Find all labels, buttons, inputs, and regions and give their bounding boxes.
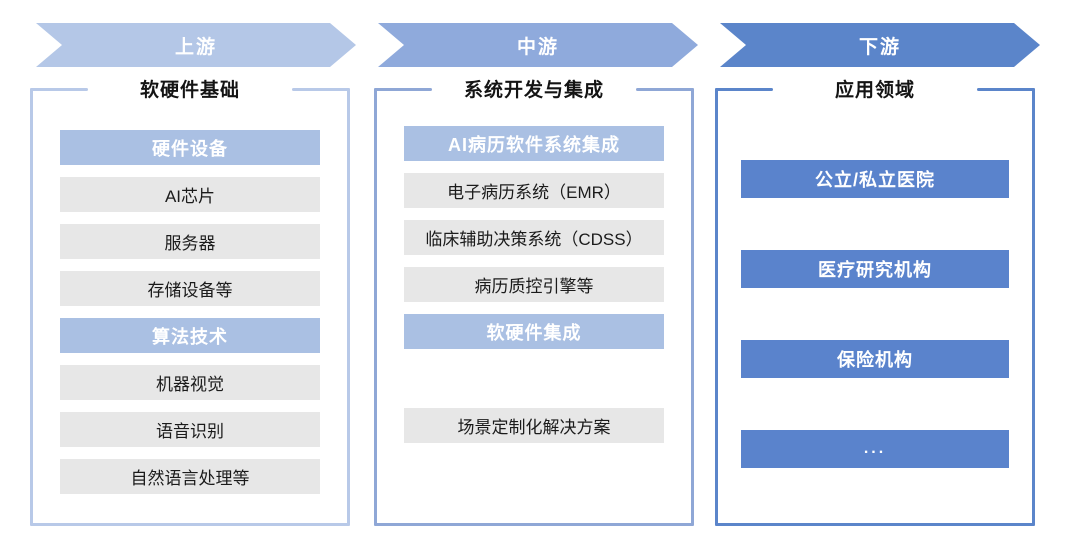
chain-item-label: 病历质控引擎等 <box>474 277 594 296</box>
chain-item-label: 机器视觉 <box>156 375 224 394</box>
chain-item-label: 医疗研究机构 <box>818 260 932 280</box>
chain-item[interactable]: 病历质控引擎等 <box>404 267 664 302</box>
chain-item-label: 算法技术 <box>152 326 228 347</box>
chain-item[interactable]: ... <box>741 430 1009 468</box>
stage-banner-upstream-label: 上游 <box>174 36 217 58</box>
chain-item-label: 自然语言处理等 <box>130 469 250 488</box>
chain-item-label: AI芯片 <box>164 187 216 206</box>
chain-item-label: 临床辅助决策系统（CDSS） <box>425 230 643 249</box>
chain-item-label: 软硬件集成 <box>486 322 582 343</box>
column-downstream: 应用领域 公立/私立医院医疗研究机构保险机构... <box>715 75 1035 526</box>
chain-item-label: 保险机构 <box>837 350 913 370</box>
chain-item-label: 电子病历系统（EMR） <box>447 183 621 202</box>
chain-item[interactable]: 场景定制化解决方案 <box>404 408 664 443</box>
chain-item[interactable]: 算法技术 <box>60 318 320 353</box>
chain-item[interactable]: 保险机构 <box>741 340 1009 378</box>
chain-item[interactable]: 电子病历系统（EMR） <box>404 173 664 208</box>
chain-item-label: 存储设备等 <box>147 281 233 300</box>
chain-item[interactable]: 医疗研究机构 <box>741 250 1009 288</box>
chain-item-label: 场景定制化解决方案 <box>457 418 611 437</box>
chain-item[interactable]: 存储设备等 <box>60 271 320 306</box>
chain-item[interactable]: AI芯片 <box>60 177 320 212</box>
chain-item-label: ... <box>863 440 887 457</box>
column-upstream: 软硬件基础 硬件设备 AI芯片服务器存储设备等算法技术机器视觉语音识别自然语言处理… <box>30 75 350 526</box>
chain-item[interactable]: 软硬件集成 <box>404 314 664 349</box>
column-upstream-title: 软硬件基础 <box>129 75 251 102</box>
chain-item[interactable]: 硬件设备 <box>60 130 320 165</box>
chain-item-label: 语音识别 <box>156 422 224 441</box>
stage-banner-upstream[interactable]: 上游 <box>36 23 356 67</box>
chain-item[interactable]: 临床辅助决策系统（CDSS） <box>404 220 664 255</box>
stage-banner-downstream[interactable]: 下游 <box>720 23 1040 67</box>
chain-item[interactable]: 自然语言处理等 <box>60 459 320 494</box>
stage-banner-row: 上游 中游 下游 <box>0 23 1080 67</box>
chain-item[interactable]: 公立/私立医院 <box>741 160 1009 198</box>
column-midstream: 系统开发与集成 AI病历软件系统集成电子病历系统（EMR） 临床辅助决策系统（CD… <box>374 75 694 526</box>
stage-banner-midstream-label: 中游 <box>516 36 559 58</box>
column-downstream-title: 应用领域 <box>824 75 926 102</box>
chain-item-label: 硬件设备 <box>152 138 228 159</box>
stage-banner-midstream[interactable]: 中游 <box>378 23 698 67</box>
chain-item[interactable]: AI病历软件系统集成 <box>404 126 664 161</box>
column-midstream-title: 系统开发与集成 <box>453 75 615 102</box>
chain-item[interactable]: 服务器 <box>60 224 320 259</box>
chain-item-label: 公立/私立医院 <box>814 170 935 190</box>
value-chain-columns: 软硬件基础 硬件设备 AI芯片服务器存储设备等算法技术机器视觉语音识别自然语言处理… <box>0 75 1080 533</box>
chain-item[interactable]: 机器视觉 <box>60 365 320 400</box>
stage-banner-downstream-label: 下游 <box>858 36 901 58</box>
chain-item[interactable]: 语音识别 <box>60 412 320 447</box>
chain-item-label: 服务器 <box>164 234 216 253</box>
chain-item-label: AI病历软件系统集成 <box>448 134 620 155</box>
